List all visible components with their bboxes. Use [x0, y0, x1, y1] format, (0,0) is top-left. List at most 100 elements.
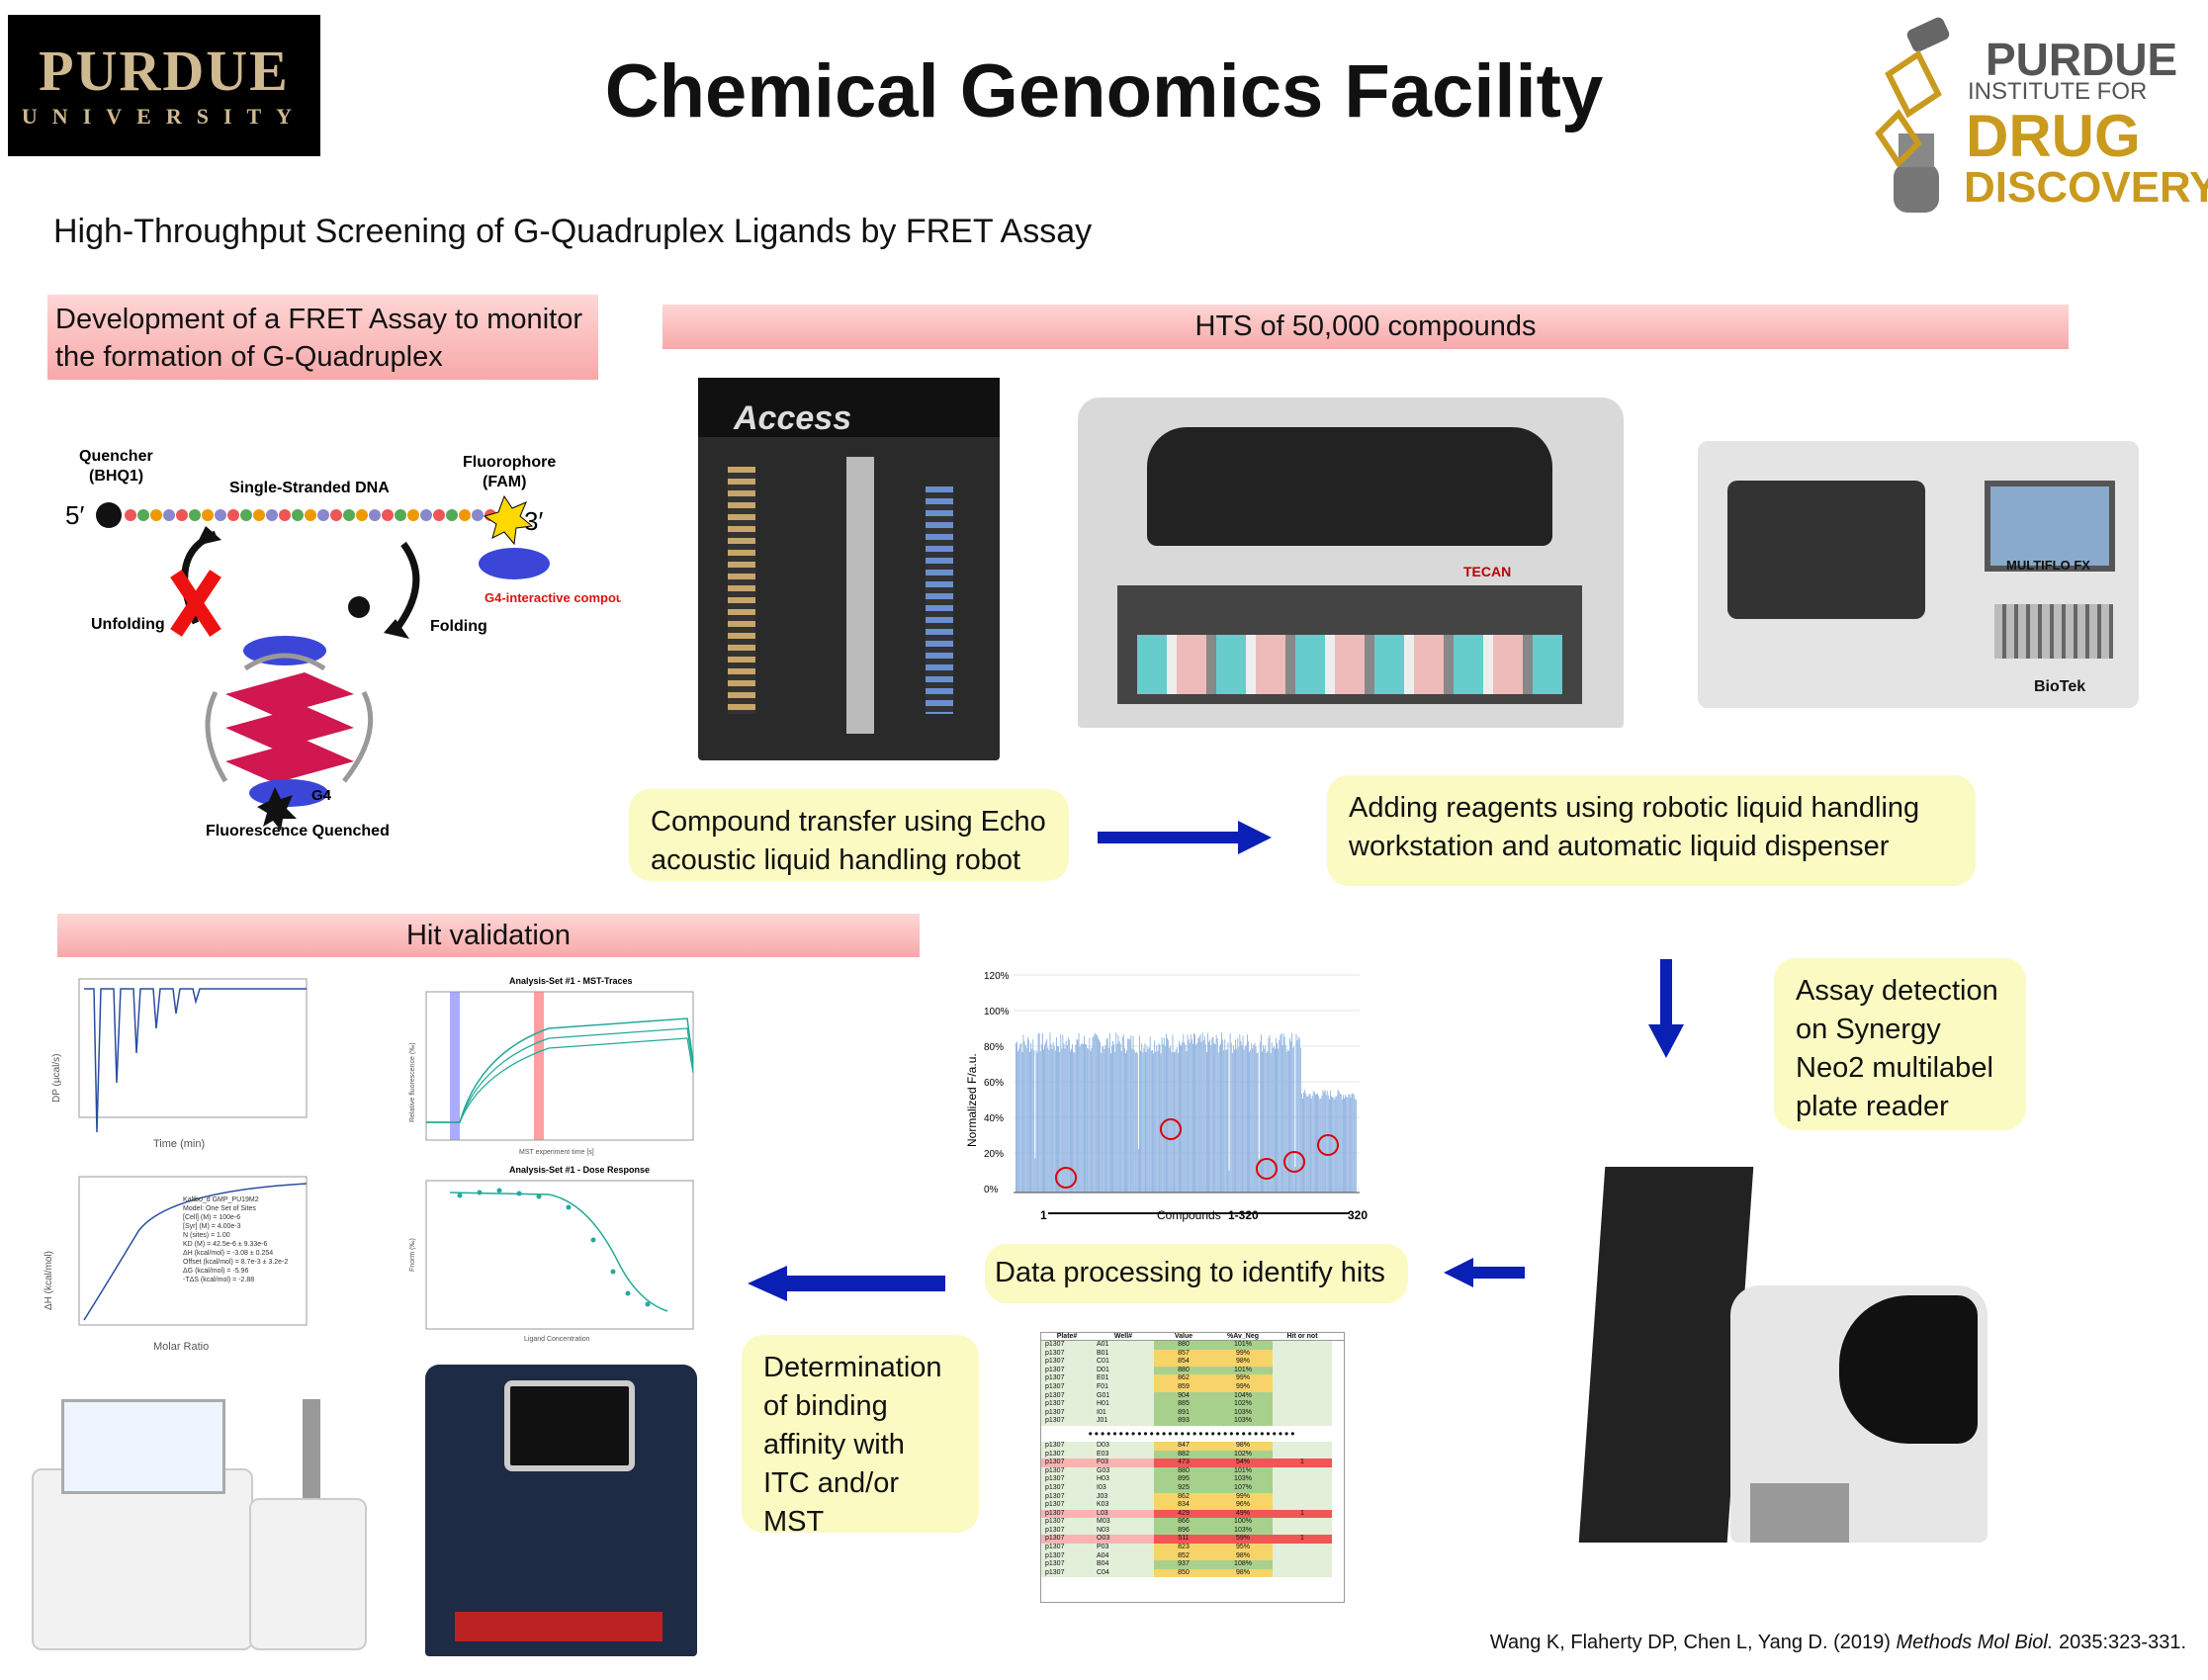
hts-bar: [1264, 1048, 1266, 1193]
hts-bar: [1316, 1094, 1317, 1193]
itc-legend-line: ΔG (kcal/mol) = -5.96: [183, 1268, 248, 1275]
hts-bar: [1243, 1049, 1245, 1193]
hts-bar: [1183, 1034, 1185, 1193]
hts-bar: [1340, 1094, 1342, 1193]
table-cell: 102%: [1213, 1450, 1273, 1459]
hts-bar: [1210, 1045, 1212, 1193]
table-cell: 98%: [1213, 1551, 1273, 1561]
table-cell: 54%: [1213, 1459, 1273, 1467]
table-cell: [1273, 1450, 1332, 1459]
hts-bar: [1353, 1095, 1355, 1193]
table-cell: G01: [1093, 1391, 1154, 1401]
hts-bar: [1309, 1094, 1311, 1193]
hts-bar: [1135, 1051, 1137, 1193]
table-cell: C04: [1093, 1568, 1154, 1578]
hts-bar: [1334, 1099, 1336, 1193]
hts-bar: [1257, 1052, 1259, 1193]
hts-bar: [1269, 1035, 1271, 1193]
hts-bar: [1044, 1044, 1045, 1193]
itc-legend-line: [Cell] (M) = 100e-6: [183, 1214, 240, 1221]
table-cell: p1307: [1041, 1475, 1093, 1484]
hts-bar: [1100, 1041, 1102, 1193]
fluorophore-label: Fluorophore: [463, 454, 556, 471]
hts-bar: [1019, 1044, 1021, 1193]
hts-bar: [1157, 1051, 1159, 1193]
logo-purdue-text: PURDUE: [39, 39, 290, 103]
table-cell: 895: [1154, 1475, 1213, 1484]
quenched-burst-icon: [257, 787, 297, 831]
hts-bar: [1040, 1044, 1042, 1193]
table-cell: [1273, 1374, 1332, 1383]
hts-bar: [1262, 1051, 1263, 1193]
table-cell: D03: [1093, 1441, 1154, 1451]
synergy-neo2-reader-image: [1578, 1167, 1997, 1582]
hts-bar: [1125, 1053, 1126, 1193]
hts-bar: [1101, 1053, 1103, 1193]
hts-bar: [1184, 1042, 1186, 1193]
hts-bar: [1120, 1050, 1122, 1193]
hts-bar: [1229, 1032, 1231, 1193]
hts-bar: [1065, 1040, 1067, 1193]
five-prime-label: 5′: [65, 500, 84, 530]
hts-bar: [1281, 1033, 1282, 1193]
table-cell: P03: [1093, 1544, 1154, 1552]
hts-bar: [1132, 1035, 1134, 1193]
table-cell: F01: [1093, 1382, 1154, 1392]
hts-bar: [1037, 1033, 1039, 1193]
table-cell: [1273, 1441, 1332, 1451]
hts-bar: [1154, 1040, 1156, 1193]
hts-bar: [1051, 1048, 1053, 1193]
table-cell: 866: [1154, 1518, 1213, 1527]
hts-bar: [1352, 1093, 1354, 1193]
hts-bar: [1256, 1053, 1258, 1193]
page-title: Chemical Genomics Facility: [604, 49, 1604, 133]
table-cell: 473: [1154, 1459, 1213, 1467]
hts-bar: [1227, 1042, 1229, 1193]
hts-bar: [1203, 1035, 1205, 1193]
hts-bar: [1167, 1038, 1168, 1193]
hts-bar: [1281, 1045, 1283, 1193]
table-cell: 108%: [1213, 1560, 1273, 1569]
hts-bar: [1279, 1040, 1281, 1193]
hts-bar: [1179, 1040, 1180, 1193]
hts-bar: [1298, 1038, 1300, 1193]
arrow-right-icon: [1098, 821, 1272, 854]
hts-bar: [1335, 1096, 1337, 1193]
table-cell: 882: [1154, 1450, 1213, 1459]
hts-bar: [1086, 1044, 1088, 1193]
hts-bar: [1127, 1038, 1129, 1193]
table-cell: p1307: [1041, 1560, 1093, 1569]
hts-bar: [1089, 1037, 1091, 1193]
hts-bar: [1066, 1044, 1068, 1193]
institute-line4: DISCOVERY: [1964, 163, 2208, 212]
hts-bar: [1250, 1050, 1252, 1193]
hts-bar: [1046, 1039, 1048, 1193]
hts-bar: [1112, 1040, 1113, 1193]
hts-bar: [1190, 1034, 1192, 1193]
hts-bar: [1140, 1050, 1141, 1193]
hts-bar: [1313, 1092, 1315, 1193]
hts-bar: [1351, 1094, 1353, 1193]
section-fret-development: Development of a FRET Assay to monitor t…: [47, 295, 598, 380]
hts-bar: [1103, 1045, 1104, 1193]
step-echo-transfer: Compound transfer using Echo acoustic li…: [629, 789, 1069, 881]
table-cell: 511: [1154, 1535, 1213, 1545]
hts-bar: [1198, 1036, 1200, 1193]
hts-bar: [1141, 1042, 1143, 1193]
hts-ytick-label: 0%: [984, 1185, 999, 1195]
citation-pages: 2035:323-331.: [2053, 1632, 2186, 1653]
hts-bar: [1047, 1047, 1049, 1193]
table-cell: [1273, 1475, 1332, 1484]
hts-bar: [1230, 1042, 1232, 1193]
table-cell: 103%: [1213, 1417, 1273, 1426]
hts-bar: [1039, 1051, 1041, 1193]
hts-bar: [1197, 1038, 1199, 1193]
itc-legend-line: ΔH (kcal/mol) = -3.08 ± 0.254: [183, 1250, 273, 1257]
table-cell: 99%: [1213, 1382, 1273, 1392]
hts-bar: [1026, 1036, 1028, 1193]
hts-bar: [1147, 1048, 1149, 1193]
table-cell: 49%: [1213, 1509, 1273, 1519]
